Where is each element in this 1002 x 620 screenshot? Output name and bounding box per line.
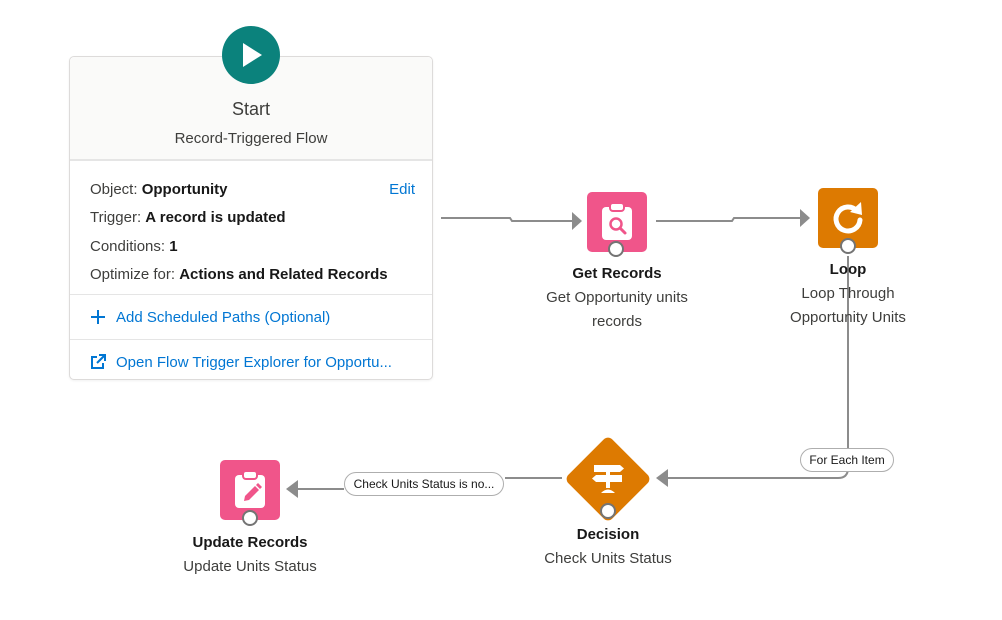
trigger-row: Trigger: A record is updated: [90, 209, 286, 226]
signpost-icon: [592, 465, 624, 493]
arrowhead-update: [286, 480, 298, 498]
update-records-label: Update Records Update Units Status: [150, 531, 350, 579]
loop-name-line2: Opportunity Units: [790, 309, 906, 326]
connector-start-to-get-records: [441, 217, 572, 222]
arrowhead-decision: [656, 469, 668, 487]
get-records-name-line1: Get Opportunity units: [546, 289, 688, 306]
loop-type: Loop: [829, 261, 867, 278]
decision-name-line1: Check Units Status: [544, 550, 672, 567]
get-records-connector-dot[interactable]: [608, 241, 624, 257]
start-subtitle: Record-Triggered Flow: [174, 130, 328, 147]
trigger-label: Trigger:: [90, 209, 142, 226]
loop-label: Loop Loop Through Opportunity Units: [748, 258, 948, 330]
conditions-value: 1: [169, 238, 178, 255]
open-trigger-explorer-link[interactable]: Open Flow Trigger Explorer for Opportu..…: [70, 340, 432, 384]
object-row: Object: Opportunity: [90, 181, 228, 198]
decision-label: Decision Check Units Status: [508, 523, 708, 571]
connector-get-records-to-loop: [656, 217, 800, 222]
external-link-icon: [90, 354, 106, 370]
object-label: Object:: [90, 181, 138, 198]
outcome-label[interactable]: Check Units Status is no...: [344, 472, 504, 496]
arrowhead-loop: [800, 209, 810, 227]
arrowhead-get-records: [572, 212, 582, 230]
update-records-name-line1: Update Units Status: [183, 558, 317, 575]
update-records-connector-dot[interactable]: [242, 510, 258, 526]
search-clipboard-icon: [602, 202, 632, 240]
loop-name-line1: Loop Through: [801, 285, 895, 302]
optimize-row: Optimize for: Actions and Related Record…: [90, 266, 388, 283]
for-each-item-label[interactable]: For Each Item: [800, 448, 894, 472]
edit-clipboard-icon: [235, 470, 265, 508]
edit-link[interactable]: Edit: [389, 181, 415, 198]
add-scheduled-paths-label: Add Scheduled Paths (Optional): [116, 308, 331, 326]
decision-type: Decision: [576, 526, 640, 543]
conditions-row: Conditions: 1: [90, 238, 178, 255]
play-icon[interactable]: [222, 26, 280, 84]
optimize-value: Actions and Related Records: [179, 266, 388, 283]
trigger-value: A record is updated: [145, 209, 286, 226]
get-records-label: Get Records Get Opportunity units record…: [517, 262, 717, 334]
add-scheduled-paths-button[interactable]: Add Scheduled Paths (Optional): [70, 295, 432, 340]
decision-connector-dot[interactable]: [600, 503, 616, 519]
optimize-label: Optimize for:: [90, 266, 176, 283]
get-records-type: Get Records: [572, 265, 662, 282]
object-value: Opportunity: [141, 181, 228, 198]
start-title: Start: [231, 99, 270, 119]
update-records-type: Update Records: [192, 534, 308, 551]
start-card[interactable]: Start Record-Triggered Flow Object: Oppo…: [69, 56, 433, 380]
plus-icon: [90, 309, 106, 325]
loop-connector-dot[interactable]: [840, 238, 856, 254]
open-trigger-explorer-label: Open Flow Trigger Explorer for Opportu..…: [116, 353, 392, 371]
start-details: Object: Opportunity Edit Trigger: A reco…: [70, 161, 432, 295]
get-records-name-line2: records: [591, 313, 643, 330]
conditions-label: Conditions:: [90, 238, 166, 255]
loop-icon: [833, 202, 863, 234]
